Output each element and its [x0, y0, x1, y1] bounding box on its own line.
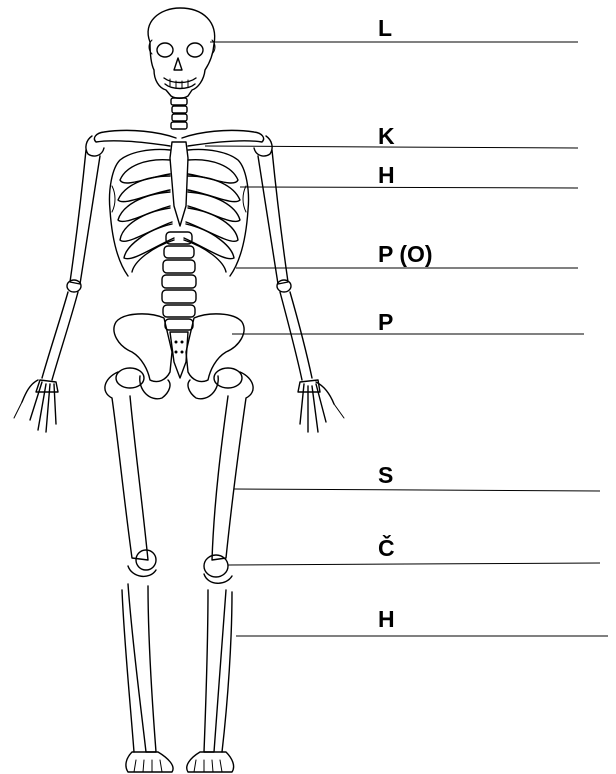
label-clavicle: K [378, 123, 395, 149]
label-kneecap: Č [378, 534, 395, 561]
labels: L K H P (O) P S Č H [378, 15, 433, 632]
label-femur: S [378, 462, 393, 488]
label-skull: L [378, 15, 392, 41]
spine [162, 232, 196, 330]
leader-line-femur [234, 489, 600, 491]
label-spine: P (O) [378, 241, 433, 267]
pelvis [114, 314, 244, 399]
leader-line-kneecap [228, 563, 600, 565]
clavicles [86, 130, 272, 156]
leader-line-sternum [240, 187, 578, 188]
right-arm [258, 150, 344, 432]
ribcage [109, 142, 248, 276]
label-pelvis: P [378, 309, 393, 335]
label-sternum: H [378, 162, 395, 188]
femurs [105, 372, 253, 583]
left-arm [14, 150, 100, 432]
skull [148, 8, 215, 98]
leader-lines [205, 42, 608, 636]
feet [126, 752, 234, 772]
skeleton-drawing [14, 8, 344, 772]
label-shin: H [378, 606, 395, 632]
neck-vertebrae [171, 98, 187, 129]
lower-legs [122, 584, 232, 752]
